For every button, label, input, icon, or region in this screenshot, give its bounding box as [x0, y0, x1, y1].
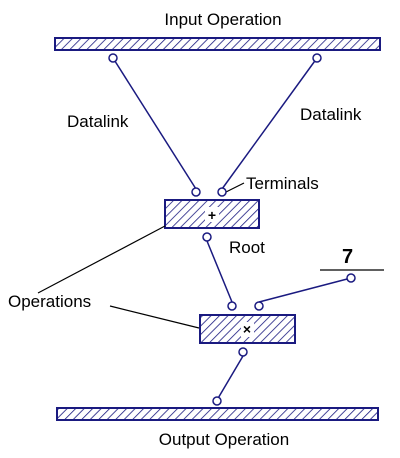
datalink-left-line[interactable]	[112, 57, 197, 190]
add-input-terminal-left[interactable]	[191, 187, 201, 197]
multiply-input-terminal-left[interactable]	[227, 301, 237, 311]
multiply-output-terminal[interactable]	[238, 347, 248, 357]
datalink-right-line[interactable]	[221, 57, 318, 190]
input-operation-label: Input Operation	[164, 10, 281, 29]
multiply-operation-symbol-bg	[241, 322, 254, 337]
operations-pointer-add	[37, 225, 166, 294]
add-output-terminal[interactable]	[202, 232, 212, 242]
output-link-line[interactable]	[216, 355, 244, 401]
constant-link-line[interactable]	[258, 277, 352, 303]
multiply-operation-symbol: ×	[243, 321, 251, 337]
input-terminal-right[interactable]	[312, 53, 322, 63]
operations-label: Operations	[8, 292, 91, 311]
terminals-pointer	[225, 182, 245, 193]
add-operation-symbol-bg	[205, 207, 219, 222]
input-terminal-left[interactable]	[108, 53, 118, 63]
constant-terminal[interactable]	[346, 273, 356, 283]
root-link-line[interactable]	[206, 240, 233, 303]
constant-value: 7	[342, 246, 353, 268]
datalink-right-label: Datalink	[300, 105, 362, 124]
output-operation-label: Output Operation	[159, 430, 289, 449]
add-input-terminal-right[interactable]	[217, 187, 227, 197]
datalink-left-label: Datalink	[67, 112, 129, 131]
output-operation-bar[interactable]	[56, 407, 379, 421]
operations-pointer-multiply	[109, 305, 200, 329]
output-terminal[interactable]	[212, 396, 222, 406]
terminals-label: Terminals	[246, 174, 319, 193]
multiply-input-terminal-right[interactable]	[254, 301, 264, 311]
input-operation-bar[interactable]	[54, 37, 381, 51]
root-label: Root	[229, 238, 265, 257]
add-operation-symbol: +	[208, 207, 216, 223]
